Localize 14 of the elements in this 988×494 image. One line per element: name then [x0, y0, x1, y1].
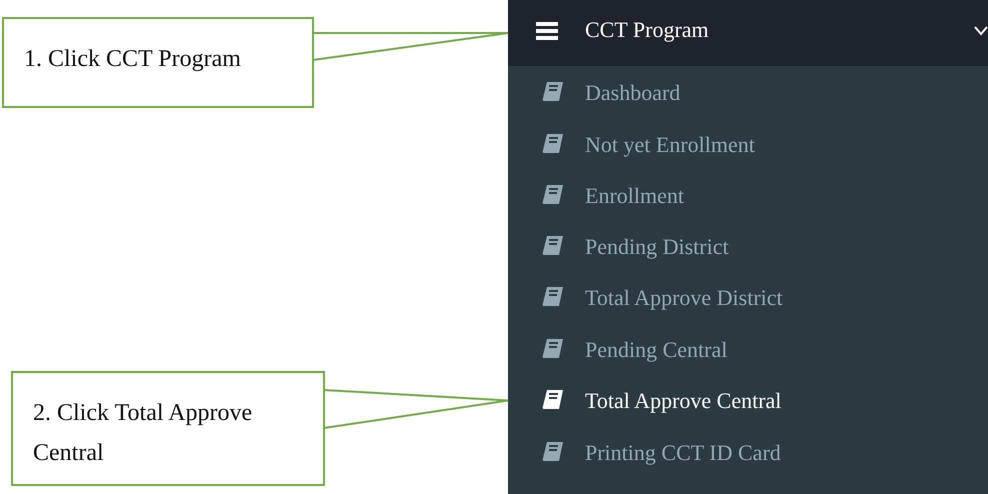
callout-box: 1. Click CCT Program [2, 17, 314, 108]
callout-pointer [312, 32, 509, 62]
menu-label: Pending District [585, 234, 729, 260]
callout-pointer [323, 388, 509, 430]
callout-box: 2. Click Total Approve Central [11, 371, 325, 486]
menu-label: Total Approve Central [585, 388, 782, 414]
menu-label: Pending Central [585, 337, 728, 363]
menu-title: CCT Program [585, 17, 709, 43]
menu-label: Printing CCT ID Card [585, 440, 781, 466]
menu-header [508, 0, 988, 66]
menu-label: Dashboard [585, 80, 680, 106]
menu-label: Enrollment [585, 183, 684, 209]
menu-label: Not yet Enrollment [585, 132, 755, 158]
menu-label: Total Approve District [585, 285, 783, 311]
